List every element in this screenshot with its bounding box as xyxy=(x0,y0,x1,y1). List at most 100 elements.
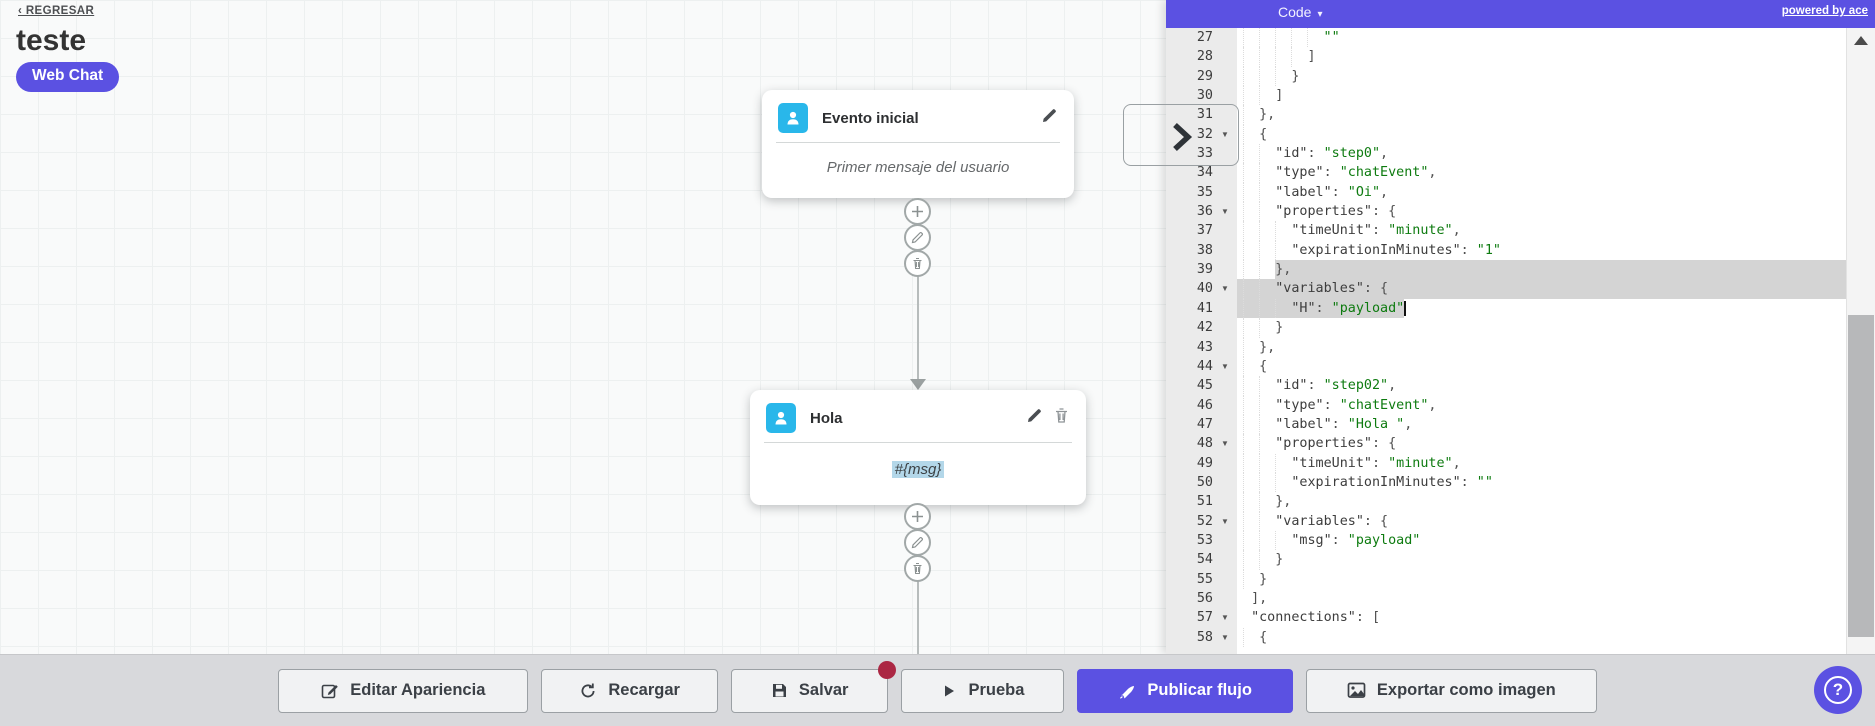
gutter-cell[interactable]: 33 xyxy=(1196,146,1213,162)
gutter-cell[interactable]: 45 xyxy=(1196,378,1213,394)
gutter-cell[interactable]: 36▼ xyxy=(1166,202,1237,221)
gutter-cell[interactable]: 41 xyxy=(1196,300,1213,316)
code-line[interactable]: } xyxy=(1237,550,1846,570)
flow-node-hola[interactable]: Hola #{msg} xyxy=(750,390,1086,505)
powered-by-ace-link[interactable]: powered by ace xyxy=(1781,5,1868,17)
fold-toggle-icon[interactable]: ▼ xyxy=(1221,207,1229,217)
gutter-cell[interactable]: 39 xyxy=(1196,262,1213,278)
code-line[interactable]: ] xyxy=(1237,47,1846,67)
code-line[interactable]: "expirationInMinutes": "1" xyxy=(1237,240,1846,261)
code-line[interactable]: "id": "step02", xyxy=(1237,376,1846,396)
gutter-cell[interactable]: 54 xyxy=(1196,552,1213,568)
gutter-cell[interactable]: 29 xyxy=(1196,68,1213,84)
code-line[interactable]: "timeUnit": "minute", xyxy=(1237,453,1846,473)
back-link[interactable]: ‹ REGRESAR xyxy=(18,5,95,17)
reload-button[interactable]: Recargar xyxy=(541,668,718,713)
gutter-cell[interactable]: 32▼ xyxy=(1166,125,1237,144)
code-line[interactable]: "variables": { xyxy=(1237,279,1846,299)
code-line[interactable]: "properties": { xyxy=(1237,202,1846,222)
add-step-button[interactable] xyxy=(904,503,931,530)
save-button[interactable]: Salvar xyxy=(730,660,897,713)
code-line[interactable]: }, xyxy=(1237,337,1846,357)
gutter-cell[interactable]: 40▼ xyxy=(1166,279,1237,298)
fold-toggle-icon[interactable]: ▼ xyxy=(1221,516,1229,526)
gutter-cell[interactable]: 28 xyxy=(1196,49,1213,65)
delete-connection-button[interactable] xyxy=(904,555,931,582)
code-line[interactable]: }, xyxy=(1237,105,1846,125)
code-line[interactable]: "label": "Oi", xyxy=(1237,182,1846,203)
code-line[interactable]: }, xyxy=(1237,260,1846,280)
gutter-cell[interactable]: 43 xyxy=(1196,339,1213,355)
gutter-cell[interactable]: 34 xyxy=(1196,165,1213,181)
fold-toggle-icon[interactable]: ▼ xyxy=(1221,361,1229,371)
code-line[interactable]: "variables": { xyxy=(1237,511,1846,531)
code-line[interactable]: "" xyxy=(1237,28,1846,48)
gutter-cell[interactable]: 42 xyxy=(1196,320,1213,336)
scrollbar-thumb[interactable] xyxy=(1848,315,1874,637)
editor-scrollbar[interactable] xyxy=(1846,28,1875,654)
gutter-cell[interactable]: 46 xyxy=(1196,397,1213,413)
help-button[interactable]: ? xyxy=(1814,666,1862,714)
fold-toggle-icon[interactable]: ▼ xyxy=(1221,613,1229,623)
gutter-cell[interactable]: 56 xyxy=(1196,590,1213,606)
gutter-cell[interactable]: 49 xyxy=(1196,455,1213,471)
fold-toggle-icon[interactable]: ▼ xyxy=(1221,284,1229,294)
gutter-cell[interactable]: 51 xyxy=(1196,494,1213,510)
code-line[interactable]: "timeUnit": "minute", xyxy=(1237,221,1846,241)
gutter-cell[interactable]: 31 xyxy=(1196,107,1213,123)
gutter-cell[interactable]: 35 xyxy=(1196,184,1213,200)
edit-node-icon[interactable] xyxy=(1026,407,1043,429)
code-line[interactable]: "connections": [ xyxy=(1251,610,1381,626)
delete-connection-button[interactable] xyxy=(904,250,931,277)
edit-node-icon[interactable] xyxy=(1041,107,1058,129)
code-line[interactable]: { xyxy=(1237,356,1846,377)
gutter-cell[interactable]: 44▼ xyxy=(1166,357,1237,376)
gutter-cell[interactable]: 53 xyxy=(1196,532,1213,548)
gutter-cell[interactable]: 55 xyxy=(1196,571,1213,587)
publish-flow-button[interactable]: Publicar flujo xyxy=(1077,668,1293,713)
code-line[interactable]: "id": "step0", xyxy=(1237,144,1846,164)
gutter-cell[interactable]: 52▼ xyxy=(1166,512,1237,531)
code-line[interactable]: { xyxy=(1237,124,1846,145)
fold-toggle-icon[interactable]: ▼ xyxy=(1221,632,1229,642)
code-line[interactable]: } xyxy=(1237,569,1846,589)
code-mode-dropdown[interactable]: Code▾ xyxy=(1278,4,1323,20)
export-image-button[interactable]: Exportar como imagen xyxy=(1305,668,1597,713)
flow-node-evento-inicial[interactable]: Evento inicial Primer mensaje del usuari… xyxy=(762,90,1074,198)
gutter-cell[interactable]: 37 xyxy=(1196,223,1213,239)
edit-connection-button[interactable] xyxy=(904,529,931,556)
collapse-code-panel-button[interactable] xyxy=(1123,104,1239,166)
fold-toggle-icon[interactable]: ▼ xyxy=(1221,439,1229,449)
code-line[interactable]: "type": "chatEvent", xyxy=(1237,395,1846,415)
scroll-up-icon[interactable] xyxy=(1854,36,1868,45)
code-line[interactable]: "msg": "payload" xyxy=(1237,530,1846,551)
gutter-cell[interactable]: 58▼ xyxy=(1166,628,1237,647)
test-button[interactable]: Prueba xyxy=(901,668,1065,713)
flow-canvas[interactable]: ‹ REGRESAR teste Web Chat Evento inicial… xyxy=(0,0,1166,654)
code-line[interactable]: "type": "chatEvent", xyxy=(1237,163,1846,183)
editor-text-area[interactable]: "" ] } ] }, { "id": "step0", "type": "ch… xyxy=(1237,28,1846,654)
code-line[interactable]: "label": "Hola ", xyxy=(1237,414,1846,435)
code-line[interactable]: } xyxy=(1237,66,1846,87)
gutter-cell[interactable]: 57▼ xyxy=(1166,608,1237,627)
edit-connection-button[interactable] xyxy=(904,224,931,251)
code-line[interactable]: }, xyxy=(1237,492,1846,512)
gutter-cell[interactable]: 27 xyxy=(1196,30,1213,45)
code-line[interactable]: "properties": { xyxy=(1237,434,1846,454)
code-line[interactable]: "H": "payload" xyxy=(1237,298,1846,319)
add-step-button[interactable] xyxy=(904,198,931,225)
fold-toggle-icon[interactable]: ▼ xyxy=(1221,129,1229,139)
gutter-cell[interactable]: 48▼ xyxy=(1166,434,1237,453)
gutter-cell[interactable]: 38 xyxy=(1196,242,1213,258)
gutter-cell[interactable]: 50 xyxy=(1196,474,1213,490)
gutter-cell[interactable]: 47 xyxy=(1196,416,1213,432)
code-line[interactable]: { xyxy=(1237,627,1846,647)
edit-appearance-button[interactable]: Editar Apariencia xyxy=(278,668,529,713)
delete-node-icon[interactable] xyxy=(1053,407,1070,429)
gutter-cell[interactable]: 30 xyxy=(1196,88,1213,104)
code-line[interactable]: } xyxy=(1237,318,1846,338)
code-line[interactable]: "expirationInMinutes": "" xyxy=(1237,472,1846,493)
code-line[interactable]: ], xyxy=(1251,590,1268,606)
